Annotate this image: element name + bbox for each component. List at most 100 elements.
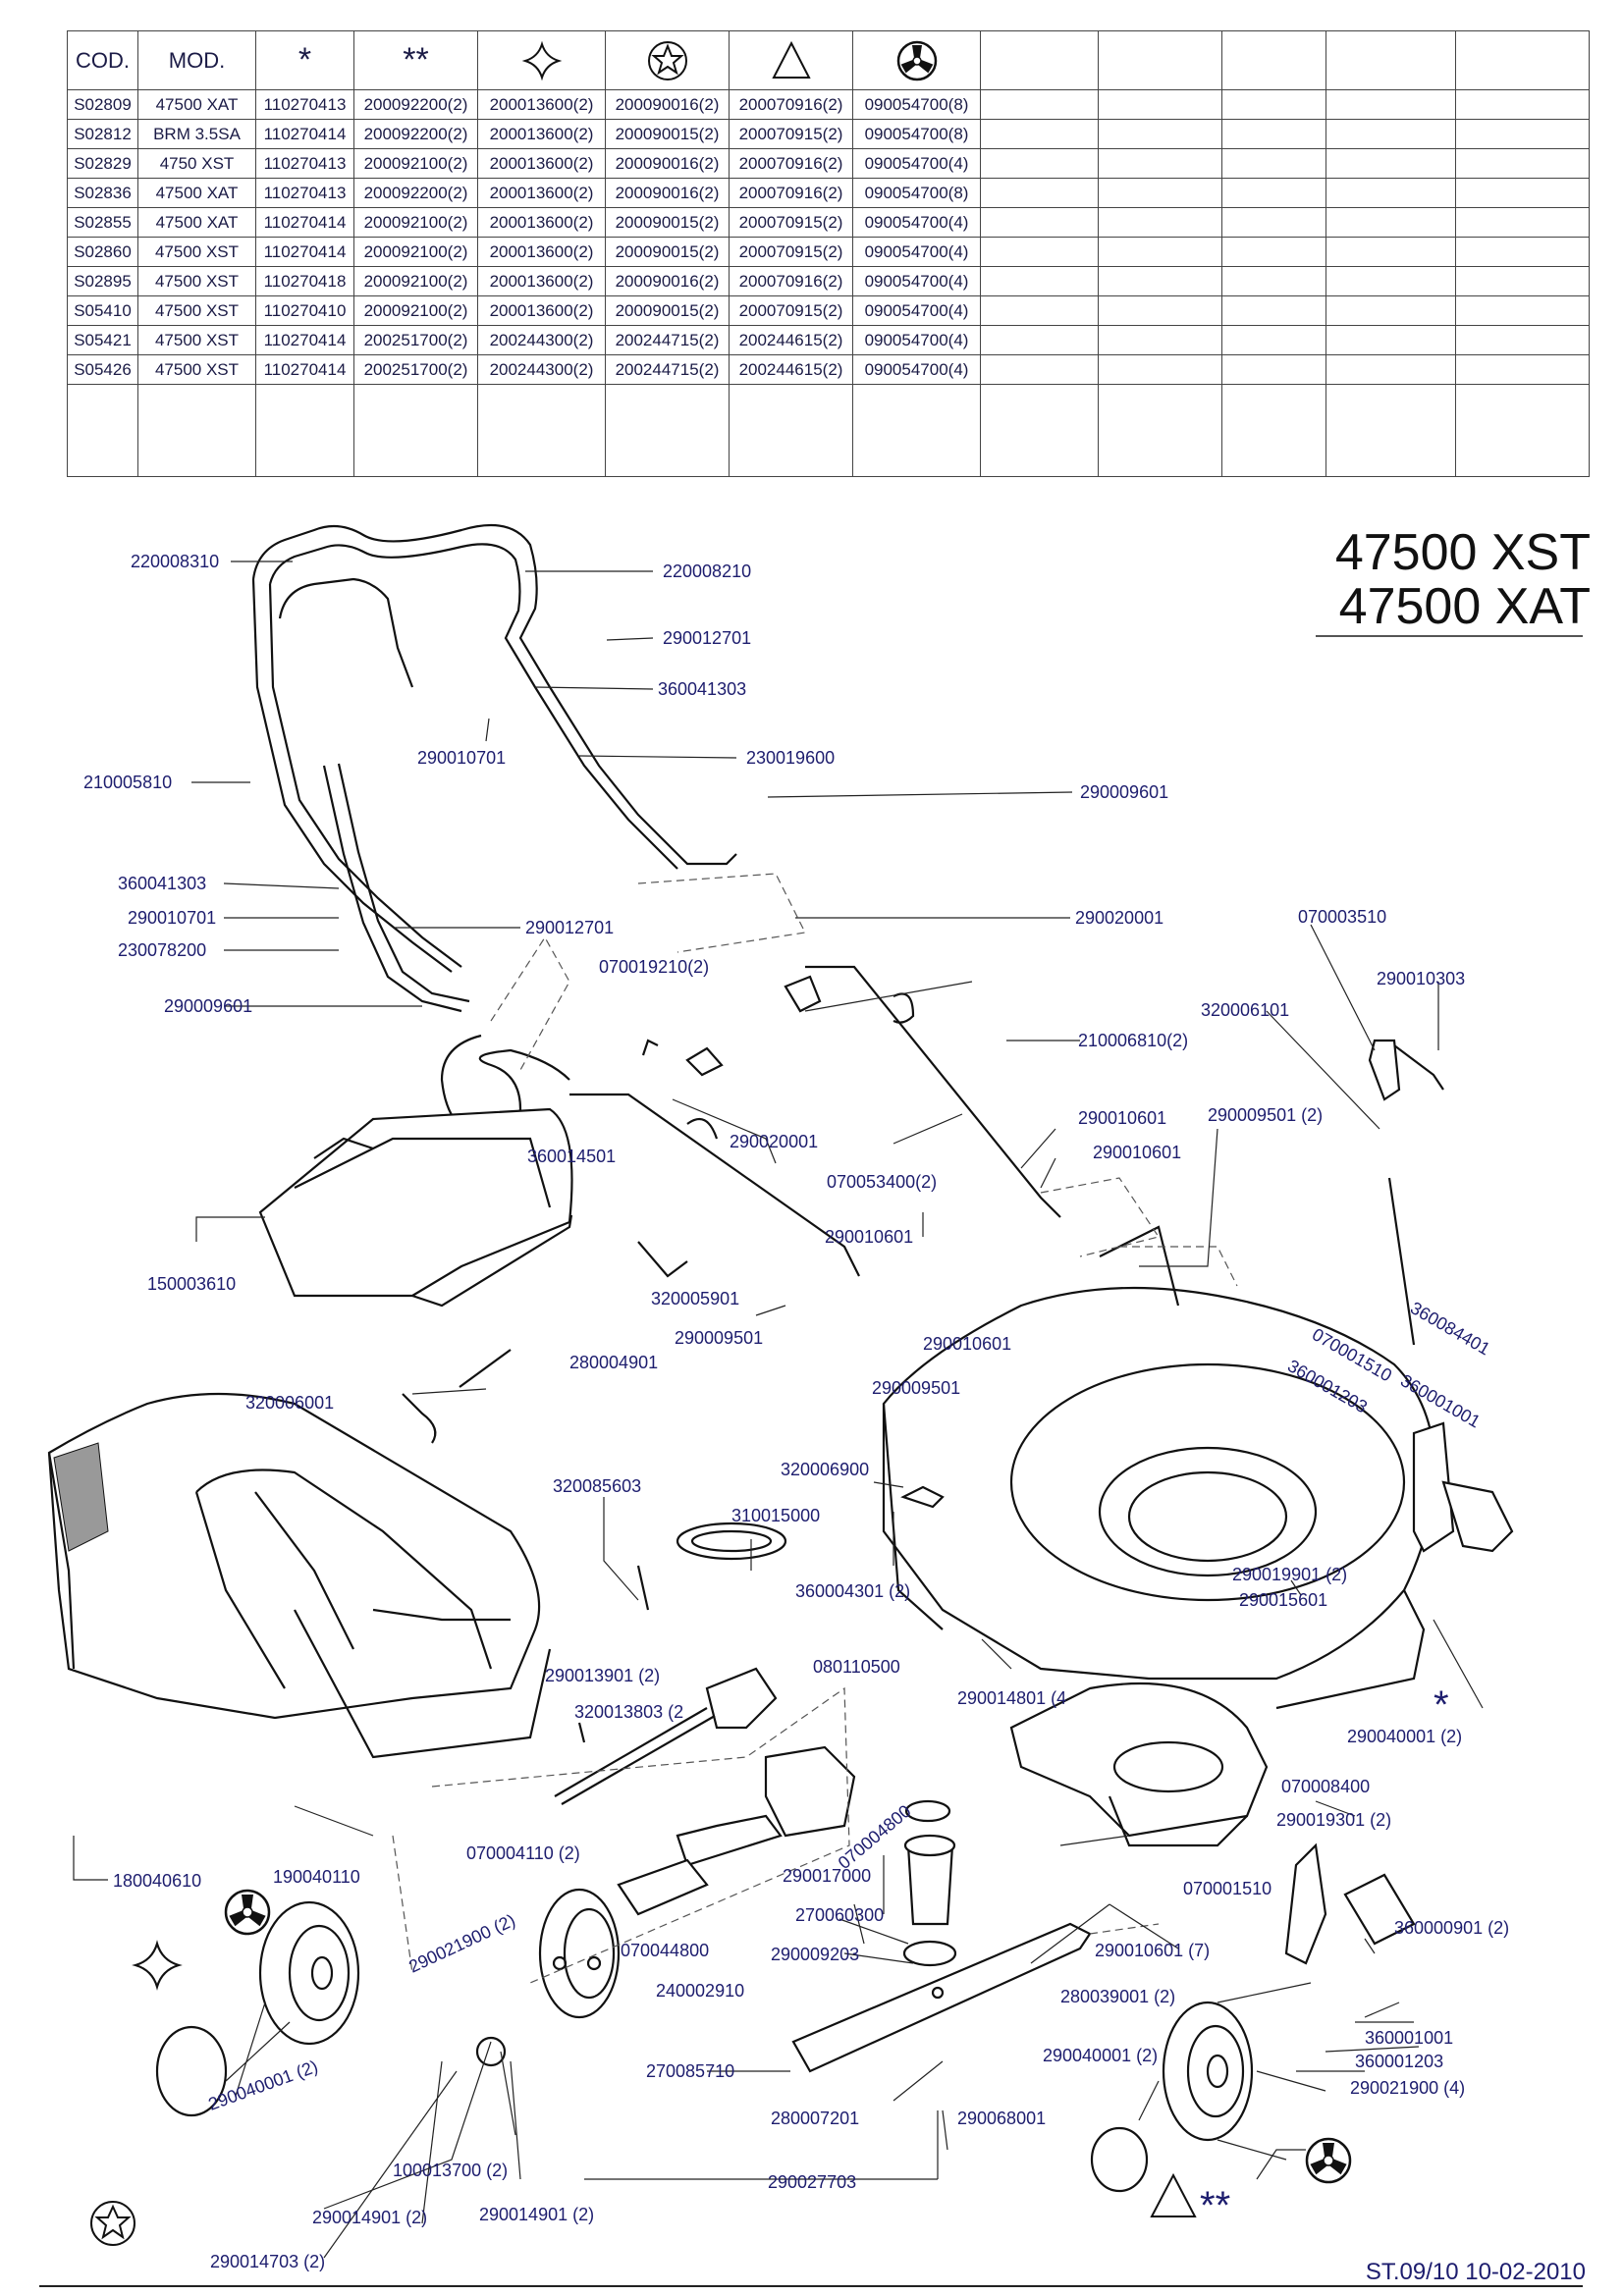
- part-label: 360041303: [658, 679, 746, 699]
- part-label: 290010701: [128, 908, 216, 928]
- part-label: 290021900 (4): [1350, 2078, 1465, 2098]
- table-cell: 110270414: [255, 354, 354, 385]
- part-label: 290017000: [783, 1866, 871, 1886]
- table-cell: S02812: [67, 119, 138, 149]
- star-circle-icon: [647, 40, 687, 80]
- part-label: 290012701: [525, 918, 614, 937]
- part-labels: 220008310 220008210 290012701 360041303 …: [83, 552, 1509, 2271]
- part-label: 270060300: [795, 1905, 884, 1925]
- table-cell: S02809: [67, 89, 138, 120]
- table-cell: 200092100(2): [353, 148, 478, 179]
- part-label: 220008310: [131, 552, 219, 571]
- part-label: 290040001 (2): [1347, 1727, 1462, 1746]
- table-cell: 200090016(2): [605, 266, 730, 296]
- table-cell: 200251700(2): [353, 354, 478, 385]
- rear-flap: [258, 1107, 573, 1308]
- table-cell: 200070915(2): [729, 237, 853, 267]
- table-cell: 110270414: [255, 325, 354, 355]
- table-cell: 090054700(4): [852, 207, 981, 238]
- gearbox: [554, 1667, 856, 1838]
- front-wheel-right: [1090, 2001, 1254, 2193]
- part-label: 070008400: [1281, 1777, 1370, 1796]
- blade-spacer: [902, 1799, 957, 1967]
- part-label: 290020001: [1075, 908, 1163, 928]
- part-label: 100013700 (2): [393, 2161, 508, 2180]
- table-cell: S02895: [67, 266, 138, 296]
- table-cell: 200092100(2): [353, 266, 478, 296]
- part-label: 320006101: [1201, 1000, 1289, 1020]
- part-label: 280004901: [569, 1353, 658, 1372]
- table-cell: 200244300(2): [477, 325, 606, 355]
- assembly-guides: [392, 873, 1238, 1984]
- part-label: 290027703: [768, 2172, 856, 2192]
- asterisk-marker: *: [1434, 1683, 1449, 1727]
- part-label: 230078200: [118, 940, 206, 960]
- height-adjust-lever: [1284, 1842, 1416, 1965]
- part-label: 070004110 (2): [466, 1843, 580, 1863]
- table-cell: 200092200(2): [353, 89, 478, 120]
- cable: [440, 1034, 570, 1141]
- part-label: 290019901 (2): [1232, 1565, 1347, 1584]
- part-label: 070003510: [1298, 907, 1386, 927]
- part-label: 230019600: [746, 748, 835, 768]
- part-label: 070044800: [621, 1941, 709, 1960]
- part-label: 290015601: [1239, 1590, 1327, 1610]
- grass-bag: [47, 1392, 552, 1759]
- upper-handle: [251, 523, 737, 973]
- part-label: 070053400(2): [827, 1172, 937, 1192]
- table-cell: 47500 XAT: [137, 89, 256, 120]
- part-label: 290012701: [663, 628, 751, 648]
- three-blade-circle-icon: [1305, 2137, 1352, 2184]
- table-cell: S05410: [67, 295, 138, 326]
- table-cell: 200013600(2): [477, 295, 606, 326]
- lower-handle: [322, 763, 470, 1013]
- springs-and-small-parts: [402, 965, 1061, 1743]
- part-label: 150003610: [147, 1274, 236, 1294]
- part-label: 360014501: [527, 1147, 616, 1166]
- header-cod: COD.: [67, 30, 138, 90]
- table-cell: 110270414: [255, 237, 354, 267]
- table-cell: 110270410: [255, 295, 354, 326]
- part-label: 360004301 (2): [795, 1581, 910, 1601]
- leader-lines: [73, 561, 1484, 2259]
- four-point-star-icon: [521, 40, 562, 80]
- table-cell: 200013600(2): [477, 89, 606, 120]
- table-cell: 200090015(2): [605, 119, 730, 149]
- part-label: 360084401: [1407, 1298, 1493, 1359]
- part-label: 290014901 (2): [312, 2208, 427, 2227]
- mower-deck: [882, 1225, 1436, 1710]
- table-cell: 200013600(2): [477, 148, 606, 179]
- part-label: 320013803 (2: [574, 1702, 683, 1722]
- table-cell: 200092200(2): [353, 178, 478, 208]
- table-cell: S02855: [67, 207, 138, 238]
- part-label: 290019301 (2): [1276, 1810, 1391, 1830]
- table-cell: 47500 XST: [137, 354, 256, 385]
- part-label: 280007201: [771, 2109, 859, 2128]
- table-cell: 090054700(4): [852, 237, 981, 267]
- table-empty-row: [67, 384, 1590, 477]
- part-label: 080110500: [813, 1657, 900, 1677]
- table-cell: 200090016(2): [605, 178, 730, 208]
- table-cell: 110270414: [255, 207, 354, 238]
- part-label: 320005901: [651, 1289, 739, 1308]
- double-asterisk-marker: **: [1200, 2184, 1230, 2227]
- table-cell: 200070916(2): [729, 89, 853, 120]
- table-cell: BRM 3.5SA: [137, 119, 256, 149]
- part-label: 070019210(2): [599, 957, 709, 977]
- three-blade-circle-icon: [896, 40, 937, 80]
- part-label: 270085710: [646, 2061, 734, 2081]
- part-label: 290010601: [923, 1334, 1011, 1354]
- part-label: 290014703 (2): [210, 2252, 325, 2271]
- table-cell: 47500 XST: [137, 295, 256, 326]
- part-label: 290009501 (2): [1208, 1105, 1323, 1125]
- side-height-lever: [1412, 1421, 1514, 1553]
- triangle-icon: [771, 40, 811, 79]
- part-label: 290010303: [1377, 969, 1465, 988]
- part-label: 290009601: [164, 996, 252, 1016]
- table-header-row: COD. MOD. * **: [67, 30, 1590, 90]
